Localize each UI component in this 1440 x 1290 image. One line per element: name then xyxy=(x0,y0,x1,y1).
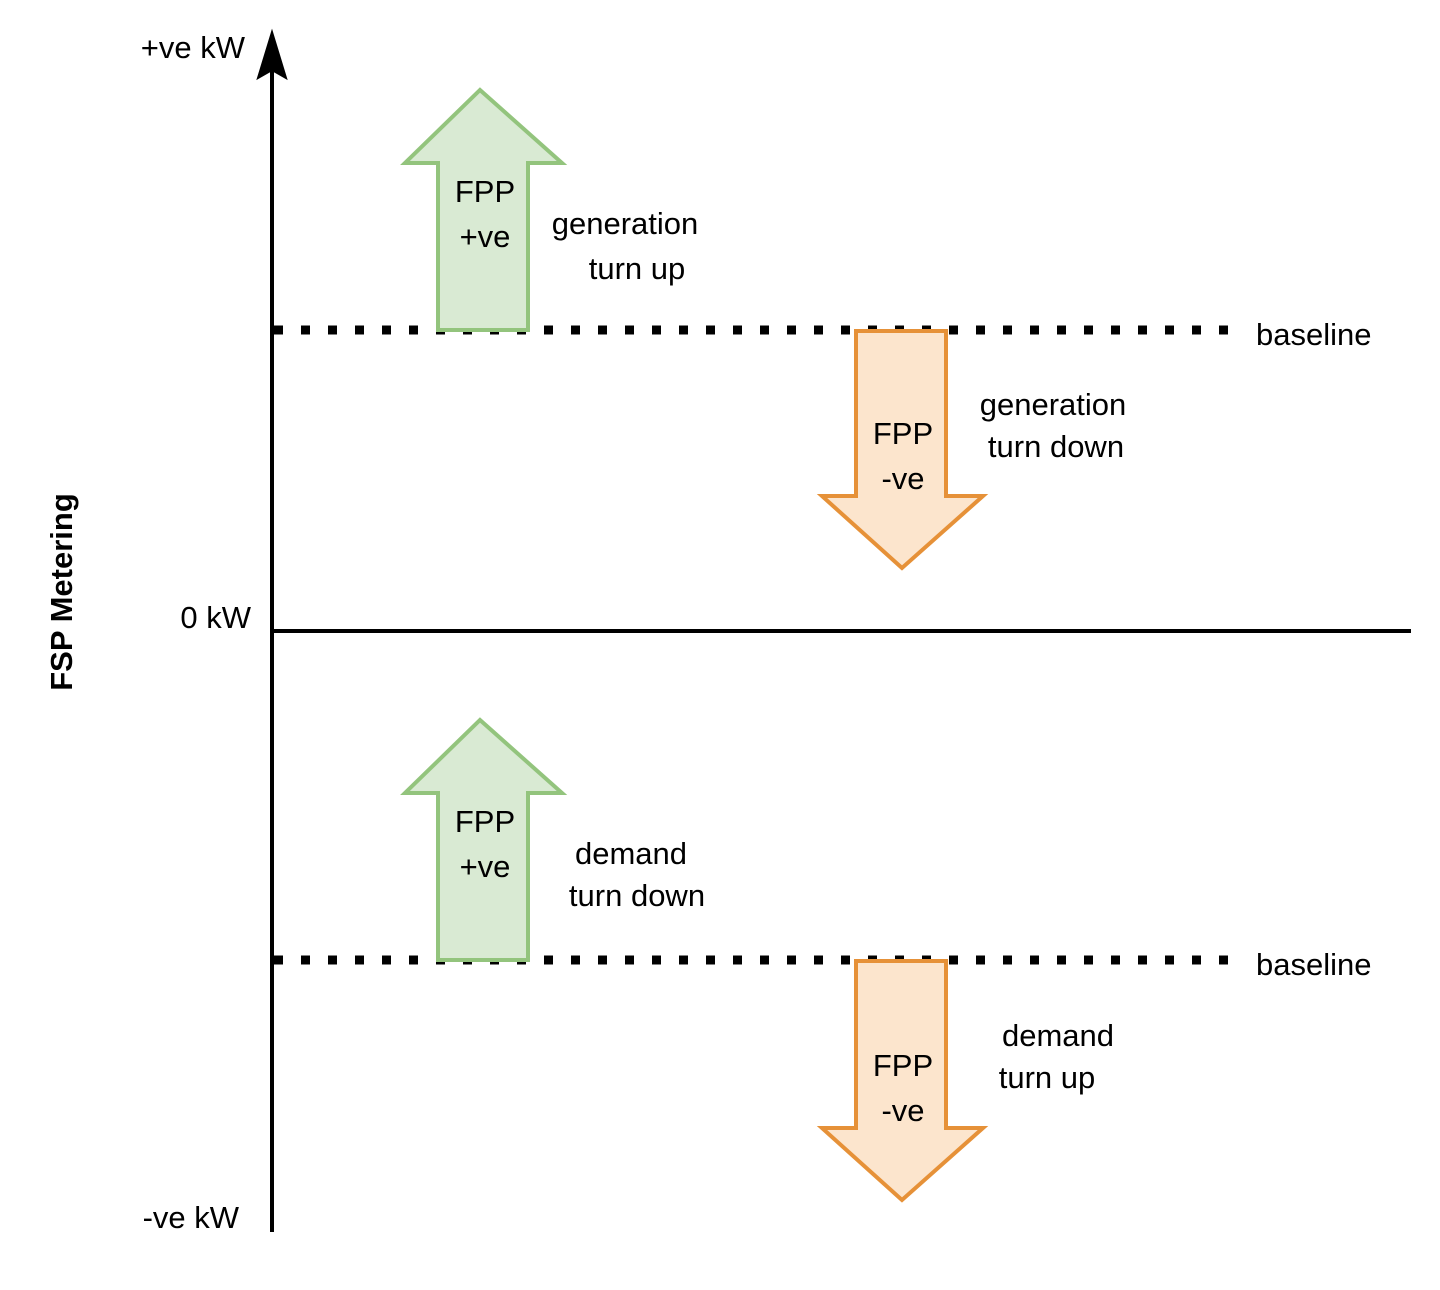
annotation-demand-turn-down-line1: demand xyxy=(575,836,687,871)
baseline-lower-group: baseline xyxy=(274,947,1371,982)
arrow-label-sign-demand-down: +ve xyxy=(460,849,511,884)
arrow-down-shape-generation[interactable] xyxy=(816,329,989,571)
arrow-up-shape-demand[interactable] xyxy=(400,717,568,962)
annotation-generation-turn-down-line1: generation xyxy=(980,387,1127,422)
arrow-label-sign-generation-up: +ve xyxy=(460,219,511,254)
annotation-demand-turn-down-line2: turn down xyxy=(569,878,705,913)
arrow-label-fpp-demand-down: FPP xyxy=(455,804,515,839)
y-axis-title: FSP Metering xyxy=(44,493,79,691)
annotation-demand-turn-up-line1: demand xyxy=(1002,1018,1114,1053)
arrow-generation-turn-down[interactable]: FPP -ve generation turn down xyxy=(816,329,1127,571)
axis-label-negative: -ve kW xyxy=(143,1200,240,1235)
arrow-up-shape-generation[interactable] xyxy=(400,87,568,332)
arrow-down-shape-demand[interactable] xyxy=(816,959,989,1203)
arrow-demand-turn-down[interactable]: FPP +ve demand turn down xyxy=(400,717,705,962)
axis-label-positive: +ve kW xyxy=(141,30,246,65)
annotation-demand-turn-up-line2: turn up xyxy=(999,1060,1096,1095)
annotation-generation-turn-down-line2: turn down xyxy=(988,429,1124,464)
y-axis-arrowhead-icon xyxy=(256,28,288,81)
arrow-label-sign-generation-down: -ve xyxy=(881,461,924,496)
arrow-label-sign-demand-up: -ve xyxy=(881,1093,924,1128)
arrow-demand-turn-up[interactable]: FPP -ve demand turn up xyxy=(816,959,1114,1203)
baseline-upper-group: baseline xyxy=(274,317,1371,352)
arrow-generation-turn-up[interactable]: FPP +ve generation turn up xyxy=(400,87,699,332)
arrow-label-fpp-demand-up: FPP xyxy=(873,1048,933,1083)
y-axis-group xyxy=(256,28,288,1232)
axis-label-zero: 0 kW xyxy=(180,600,251,635)
arrow-label-fpp-generation-up: FPP xyxy=(455,174,515,209)
annotation-generation-turn-up-line1: generation xyxy=(552,206,699,241)
baseline-upper-label: baseline xyxy=(1256,317,1371,352)
annotation-generation-turn-up-line2: turn up xyxy=(589,251,686,286)
baseline-lower-label: baseline xyxy=(1256,947,1371,982)
arrow-label-fpp-generation-down: FPP xyxy=(873,416,933,451)
